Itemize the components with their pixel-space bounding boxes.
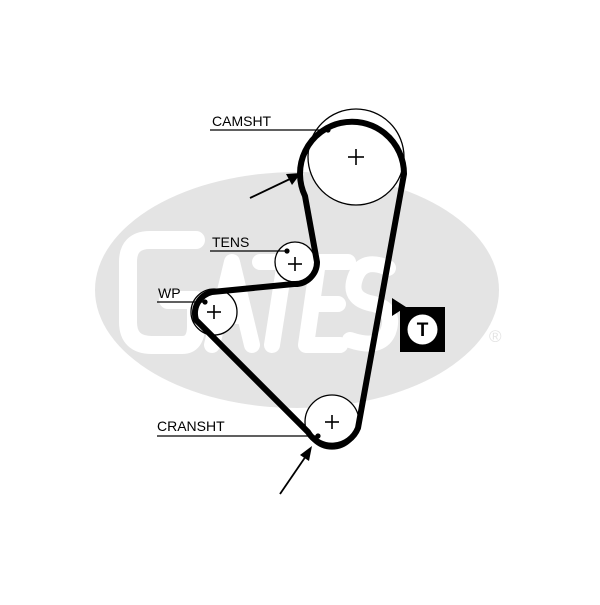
direction-arrows (249, 173, 312, 495)
labels: CAMSHT TENS WP CRANSHT (157, 113, 272, 434)
plus-icon (325, 415, 339, 429)
camshaft-label: CAMSHT (212, 113, 272, 129)
tension-badge: T (392, 298, 445, 352)
arrow-icon (279, 446, 312, 495)
gates-watermark: ® (95, 172, 502, 408)
registered-icon: ® (489, 327, 502, 346)
plus-icon (348, 149, 364, 165)
badge-circle (407, 314, 438, 345)
timing-belt (192, 118, 408, 449)
badge-corner (392, 298, 406, 316)
pulley-centers (207, 149, 364, 429)
crankshaft-callout (157, 433, 321, 439)
water-pump-callout (157, 299, 208, 305)
plus-icon (207, 305, 221, 319)
tensioner-callout (210, 248, 290, 254)
camshaft-callout (210, 127, 331, 133)
water-pump-label: WP (158, 285, 181, 301)
badge-letter: T (417, 320, 429, 341)
callouts (157, 127, 331, 439)
tensioner-label: TENS (212, 234, 249, 250)
watermark-ellipse (95, 172, 499, 408)
crankshaft-label: CRANSHT (157, 418, 225, 434)
arrow-icon (249, 173, 301, 199)
plus-icon (288, 257, 302, 271)
